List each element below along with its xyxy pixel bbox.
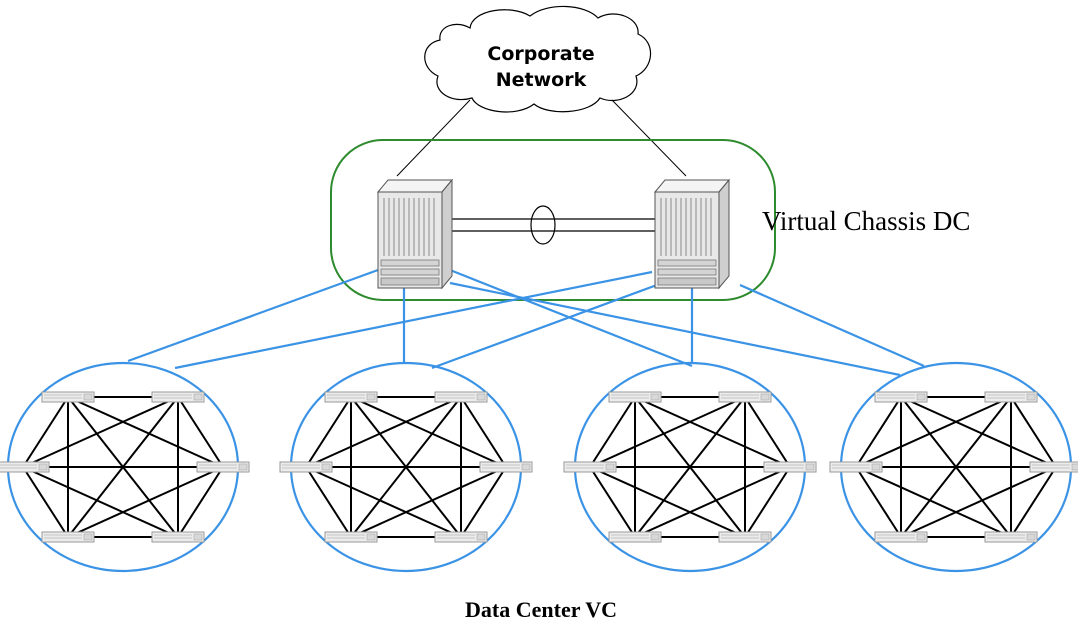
mesh-link: [305, 396, 462, 468]
mesh-link: [305, 466, 462, 538]
mesh-link: [177, 396, 224, 468]
uplinks: [127, 268, 925, 377]
stack-switch: [279, 461, 333, 473]
stack-switch: [984, 531, 1038, 543]
mesh-link: [855, 466, 902, 538]
stack-switch: [718, 391, 772, 403]
mesh-link: [589, 466, 636, 538]
virtual-chassis-label: Virtual Chassis DC: [762, 206, 970, 236]
stack-switch: [1029, 461, 1078, 473]
uplink: [174, 270, 653, 370]
link-aggregation-ellipse: [530, 205, 556, 245]
switch-cluster: [0, 361, 250, 573]
uplink: [431, 280, 666, 370]
mesh-link: [22, 396, 69, 468]
mesh-link: [350, 466, 507, 538]
mesh-link: [900, 396, 1012, 538]
mesh-link: [855, 396, 1012, 468]
stack-switch: [829, 461, 883, 473]
stack-switch: [608, 531, 662, 543]
chassis-switch-right: [654, 179, 730, 289]
mesh-link: [305, 466, 352, 538]
uplink: [449, 281, 901, 377]
switch-clusters: [0, 361, 1078, 573]
switch-cluster: [563, 361, 817, 573]
switch-cluster: [829, 361, 1078, 573]
mesh-link: [744, 466, 791, 538]
diagram-caption: Data Center VC: [465, 597, 617, 622]
virtual-chassis-outline: [330, 139, 776, 301]
mesh-link: [350, 396, 462, 538]
stack-switch: [324, 391, 378, 403]
uplink: [449, 268, 693, 368]
mesh-link: [855, 396, 902, 468]
mesh-link: [634, 396, 746, 538]
stack-switch: [608, 391, 662, 403]
stack-switch: [763, 461, 817, 473]
mesh-link: [22, 466, 69, 538]
mesh-link: [589, 396, 746, 468]
stack-switch: [41, 531, 95, 543]
mesh-link: [1010, 396, 1057, 468]
cloud-label-line2: Network: [496, 69, 587, 91]
mesh-link: [67, 466, 224, 538]
vc-link: [452, 205, 656, 245]
stack-switch: [324, 531, 378, 543]
mesh-link: [460, 396, 507, 468]
corporate-network-cloud: Corporate Network: [424, 5, 652, 113]
stack-switch: [434, 391, 488, 403]
cloud-link-right: [611, 99, 687, 177]
cloud-shape: [424, 5, 652, 113]
chassis-switch-left: [377, 179, 453, 289]
switch-cluster: [279, 361, 533, 573]
mesh-link: [305, 396, 352, 468]
mesh-link: [460, 466, 507, 538]
cloud-link-left: [396, 99, 471, 177]
stack-switch: [563, 461, 617, 473]
mesh-link: [589, 466, 746, 538]
mesh-link: [634, 466, 791, 538]
uplink: [127, 268, 379, 363]
mesh-link: [177, 466, 224, 538]
mesh-link: [634, 396, 791, 468]
stack-switch: [984, 391, 1038, 403]
stack-switch: [434, 531, 488, 543]
stack-switch: [874, 531, 928, 543]
mesh-link: [67, 396, 179, 538]
stack-switch: [874, 391, 928, 403]
mesh-link: [350, 396, 507, 468]
mesh-link: [900, 466, 1057, 538]
mesh-link: [1010, 466, 1057, 538]
stack-switch: [151, 391, 205, 403]
stack-switch: [151, 531, 205, 543]
mesh-link: [22, 396, 179, 468]
stack-switch: [479, 461, 533, 473]
mesh-link: [855, 466, 1012, 538]
stack-switch: [41, 391, 95, 403]
stack-switch: [196, 461, 250, 473]
mesh-link: [22, 466, 179, 538]
stack-switch: [718, 531, 772, 543]
mesh-link: [900, 396, 1057, 468]
mesh-link: [744, 396, 791, 468]
uplink: [739, 283, 925, 368]
stack-switch: [0, 461, 50, 473]
mesh-link: [67, 396, 224, 468]
mesh-link: [589, 396, 636, 468]
cloud-label-line1: Corporate: [487, 43, 594, 65]
